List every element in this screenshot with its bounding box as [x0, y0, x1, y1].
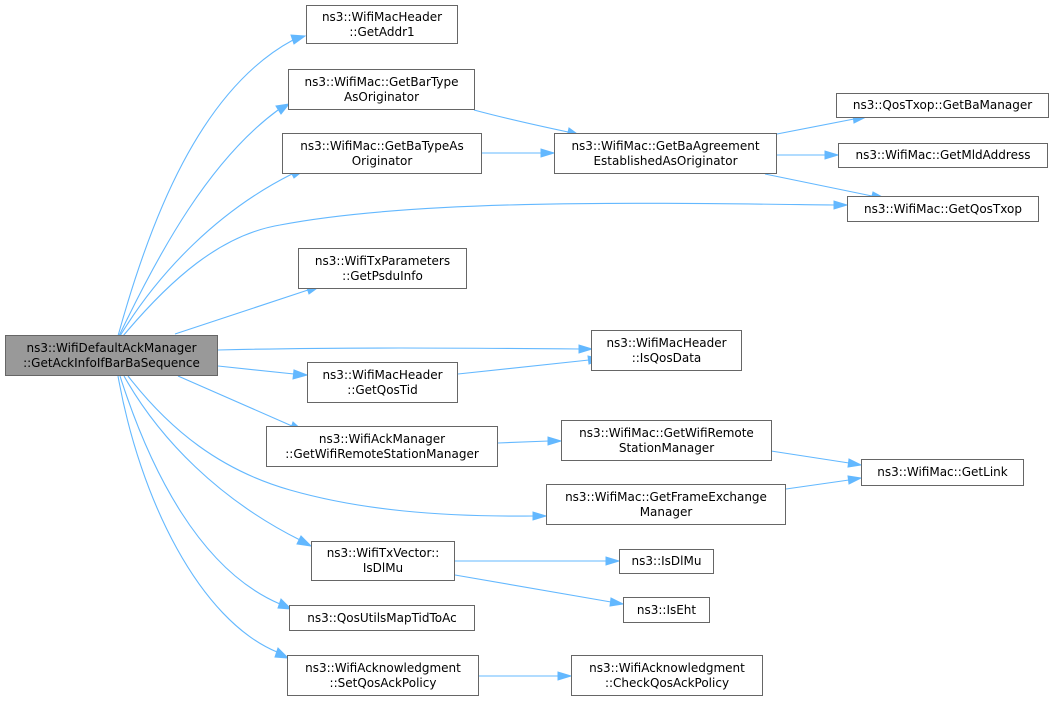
node-label-line2: ::GetAddr1: [349, 24, 415, 39]
node-label-line1: ns3::WifiMac::GetLink: [877, 465, 1008, 479]
node-wifi-mac-get-link[interactable]: ns3::WifiMac::GetLink: [861, 459, 1024, 486]
node-label-line1: ns3::WifiMac::GetFrameExchange: [565, 489, 767, 504]
edges: [117, 39, 873, 677]
node-wifi-mac-get-qos-txop[interactable]: ns3::WifiMac::GetQosTxop: [847, 196, 1039, 222]
node-wifi-tx-vector-is-dl-mu[interactable]: ns3::WifiTxVector:: IsDlMu: [311, 541, 455, 581]
node-label-line1: ns3::WifiMacHeader: [321, 9, 443, 24]
edge-isDlMuVector-isEht: [454, 574, 612, 603]
node-label-line1: ns3::WifiAcknowledgment: [305, 660, 461, 675]
node-label-line2: ::SetQosAckPolicy: [329, 675, 437, 690]
arrowhead: [578, 344, 594, 354]
node-label-line2: EstablishedAsOriginator: [593, 153, 738, 168]
edge-root-isDlMuVector: [123, 375, 301, 541]
node-label-line1: ns3::IsDlMu: [631, 554, 702, 568]
arrowheads: [274, 34, 886, 681]
node-label-line1: ns3::WifiMacHeader: [606, 335, 727, 350]
arrowhead: [290, 34, 307, 45]
node-label-line1: ns3::WifiMacHeader: [322, 367, 443, 382]
node-wifi-mac-get-ba-type-as-originator[interactable]: ns3::WifiMac::GetBaTypeAs Originator: [282, 133, 482, 174]
edge-ackRemoteMgr-macRemoteMgr: [497, 440, 550, 444]
arrowhead: [277, 598, 293, 610]
arrowhead: [292, 369, 309, 380]
node-wifi-mac-get-frame-exchange-manager[interactable]: ns3::WifiMac::GetFrameExchange Manager: [546, 484, 786, 525]
node-label-line2: AsOriginator: [343, 89, 420, 104]
node-wifi-tx-parameters-get-psdu-info[interactable]: ns3::WifiTxParameters ::GetPsduInfo: [298, 248, 467, 289]
edge-getBarType-getBaAgreement: [473, 109, 569, 133]
node-label-line1: ns3::WifiTxParameters: [314, 253, 451, 268]
arrowhead: [557, 671, 573, 681]
arrowhead: [609, 597, 625, 607]
arrowhead: [605, 556, 621, 566]
node-wifi-mac-get-mld-address[interactable]: ns3::WifiMac::GetMldAddress: [838, 143, 1048, 168]
edge-root-getQosTid: [217, 365, 295, 375]
edge-root-getAddr1: [117, 39, 294, 337]
node-qos-txop-get-ba-manager[interactable]: ns3::QosTxop::GetBaManager: [836, 93, 1049, 118]
arrowhead: [274, 647, 290, 659]
node-label-line2: IsDlMu: [362, 561, 404, 575]
edge-root-mapTidToAc: [119, 375, 281, 605]
arrowhead: [547, 436, 563, 446]
node-label-line2: ::GetQosTid: [347, 382, 418, 397]
node-label-line2: ::IsQosData: [631, 350, 702, 365]
edge-root-getBarType: [118, 109, 279, 337]
arrowhead: [540, 148, 556, 158]
node-label-line1: ns3::WifiMac::GetBarType: [304, 74, 459, 89]
node-wifi-mac-get-ba-agreement-established-as-originator[interactable]: ns3::WifiMac::GetBaAgreement Established…: [554, 133, 777, 174]
node-label-line2: StationManager: [618, 440, 715, 455]
node-label-line1: ns3::WifiMac::GetWifiRemote: [579, 425, 754, 440]
edge-root-getFem: [127, 375, 535, 517]
node-label-line1: ns3::WifiMac::GetBaTypeAs: [300, 138, 464, 153]
node-get-ack-info-if-bar-ba-sequence: ns3::WifiDefaultAckManager ::GetAckInfoI…: [5, 335, 218, 376]
node-is-dl-mu[interactable]: ns3::IsDlMu: [619, 549, 714, 574]
node-label-line2: Originator: [351, 153, 413, 168]
edge-root-ackRemoteMgr: [177, 375, 293, 427]
node-label-line2: ::GetPsduInfo: [342, 268, 423, 283]
node-label-line1: ns3::WifiMac::GetQosTxop: [864, 201, 1022, 216]
arrowhead: [275, 103, 291, 115]
node-qos-utils-map-tid-to-ac[interactable]: ns3::QosUtilsMapTidToAc: [289, 605, 475, 631]
edge-getBaAgreement-getQosTxop: [764, 173, 873, 197]
node-wifi-mac-get-wifi-remote-station-manager[interactable]: ns3::WifiMac::GetWifiRemote StationManag…: [561, 420, 772, 461]
node-label-line1: ns3::WifiMac::GetBaAgreement: [571, 138, 760, 153]
edge-getBaAgreement-getBaManager: [776, 118, 855, 135]
node-label-line1: ns3::WifiDefaultAckManager: [26, 340, 197, 355]
node-is-eht[interactable]: ns3::IsEht: [623, 597, 710, 623]
node-label-line1: ns3::WifiTxVector::: [326, 546, 440, 560]
arrowhead: [824, 150, 840, 160]
edge-root-getQosTxop: [122, 202, 836, 337]
node-wifi-mac-header-is-qos-data[interactable]: ns3::WifiMacHeader ::IsQosData: [591, 330, 742, 371]
node-wifi-mac-get-bar-type-as-originator[interactable]: ns3::WifiMac::GetBarType AsOriginator: [288, 69, 475, 110]
node-wifi-mac-header-get-qos-tid[interactable]: ns3::WifiMacHeader ::GetQosTid: [307, 362, 458, 403]
arrowhead: [847, 475, 863, 485]
node-label-line1: ns3::IsEht: [636, 602, 697, 617]
arrowhead: [847, 458, 863, 468]
node-label-line2: ::CheckQosAckPolicy: [604, 675, 730, 690]
edge-root-getBaType: [119, 173, 293, 337]
node-wifi-acknowledgment-check-qos-ack-policy[interactable]: ns3::WifiAcknowledgment ::CheckQosAckPol…: [571, 655, 763, 696]
edge-root-isQosData: [217, 347, 581, 351]
arrowhead: [833, 200, 849, 210]
node-label-line2: ::GetWifiRemoteStationManager: [285, 446, 479, 461]
edge-getQosTid-isQosData: [457, 359, 590, 375]
node-label-line1: ns3::WifiMac::GetMldAddress: [855, 148, 1031, 162]
node-label-line1: ns3::WifiAckManager: [318, 431, 446, 446]
node-label-line1: ns3::WifiAcknowledgment: [589, 660, 745, 675]
edge-getFem-getLink: [785, 479, 850, 490]
node-label-line2: ::GetAckInfoIfBarBaSequence: [23, 355, 200, 370]
node-wifi-ack-manager-get-wifi-remote-station-manager[interactable]: ns3::WifiAckManager ::GetWifiRemoteStati…: [266, 426, 498, 467]
edge-root-setQosAck: [117, 375, 278, 653]
node-label-line1: ns3::QosTxop::GetBaManager: [852, 98, 1033, 112]
node-label-line1: ns3::QosUtilsMapTidToAc: [307, 610, 457, 625]
arrowhead: [532, 511, 548, 521]
arrowhead: [296, 535, 313, 547]
node-wifi-mac-header-get-addr1[interactable]: ns3::WifiMacHeader ::GetAddr1: [306, 5, 458, 44]
node-wifi-acknowledgment-set-qos-ack-policy[interactable]: ns3::WifiAcknowledgment ::SetQosAckPolic…: [287, 655, 479, 696]
edge-root-getPsduInfo: [174, 289, 309, 335]
edge-macRemoteMgr-getLink: [770, 450, 850, 464]
node-label-line2: Manager: [639, 504, 693, 519]
